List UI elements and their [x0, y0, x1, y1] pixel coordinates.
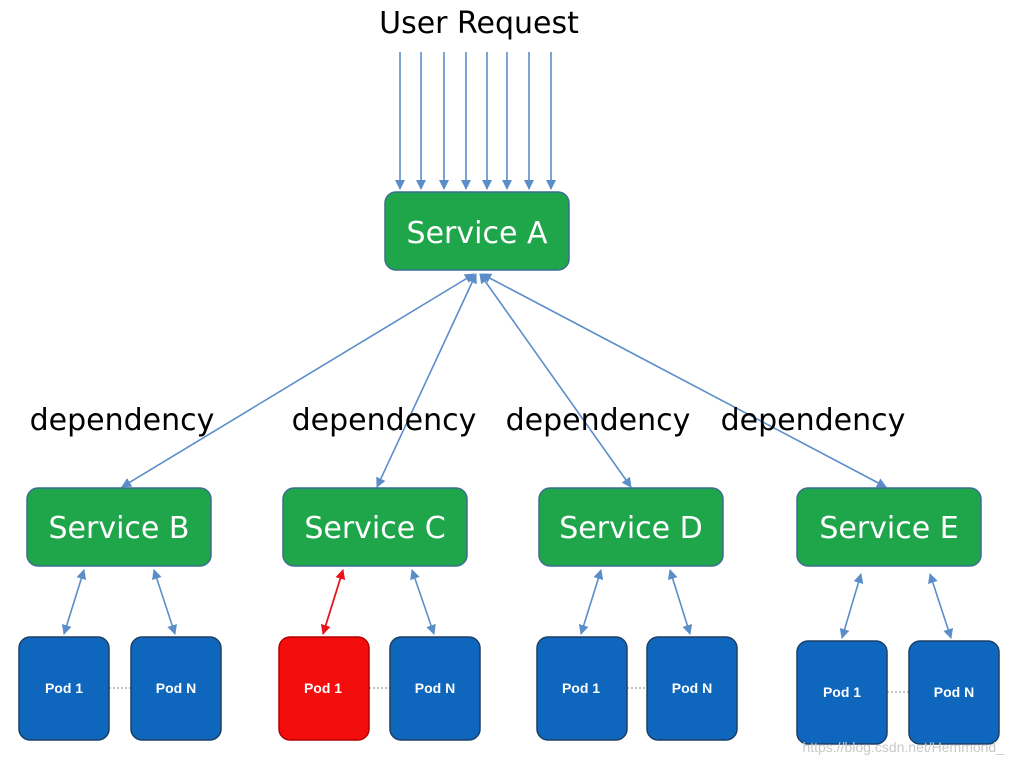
pod-c1-label: Pod 1: [304, 680, 342, 696]
service-c-box: [282, 487, 468, 567]
pod-b1-box: [18, 636, 110, 741]
pod-link-en: [928, 573, 953, 639]
dependency-label: dependency: [30, 403, 215, 438]
dependency-label: dependency: [721, 403, 906, 438]
pod-e1-label: Pod 1: [823, 684, 861, 700]
pod-e1[interactable]: Pod 1: [796, 640, 888, 745]
pod-link-c1-failed: [320, 569, 346, 635]
service-b-label: Service B: [49, 511, 190, 546]
service-pod-arrows: [61, 569, 953, 639]
service-c[interactable]: Service C: [282, 487, 468, 567]
pod-bn[interactable]: Pod N: [130, 636, 222, 741]
pod-bn-box: [130, 636, 222, 741]
service-a-label: Service A: [407, 216, 548, 251]
dependency-arrow-d: [479, 273, 632, 488]
pod-en-box: [908, 640, 1000, 745]
pod-d1-label: Pod 1: [562, 680, 600, 696]
service-e[interactable]: Service E: [796, 487, 982, 567]
watermark-text: https://blog.csdn.net/Hemmond_: [802, 739, 1004, 755]
pod-dn-box: [646, 636, 738, 741]
pod-dn[interactable]: Pod N: [646, 636, 738, 741]
service-b-box: [26, 487, 212, 567]
service-a-box: [384, 191, 570, 271]
pod-link-b1: [61, 569, 87, 635]
diagram-title: User Request: [379, 6, 579, 41]
dependency-label: dependency: [292, 403, 477, 438]
service-e-box: [796, 487, 982, 567]
service-d-box: [538, 487, 724, 567]
service-d[interactable]: Service D: [538, 487, 724, 567]
service-b[interactable]: Service B: [26, 487, 212, 567]
pod-c1-box: [278, 636, 370, 741]
pod-bn-label: Pod N: [156, 680, 196, 696]
pod-link-bn: [152, 569, 177, 635]
pod-e1-box: [796, 640, 888, 745]
pod-en-label: Pod N: [934, 684, 974, 700]
pod-link-d1: [578, 569, 604, 635]
pod-d1[interactable]: Pod 1: [536, 636, 628, 741]
pod-c1-failed[interactable]: Pod 1: [278, 636, 370, 741]
pod-b1[interactable]: Pod 1: [18, 636, 110, 741]
pod-cn-label: Pod N: [415, 680, 455, 696]
pod-en[interactable]: Pod N: [908, 640, 1000, 745]
pod-separators: [109, 687, 909, 693]
service-d-label: Service D: [559, 511, 703, 546]
service-e-label: Service E: [819, 511, 958, 546]
pod-dn-label: Pod N: [672, 680, 712, 696]
service-c-label: Service C: [304, 511, 445, 546]
dependency-arrow-e: [481, 273, 887, 488]
service-a[interactable]: Service A: [384, 191, 570, 271]
pod-b1-label: Pod 1: [45, 680, 83, 696]
dependency-arrows: [121, 273, 887, 488]
pod-d1-box: [536, 636, 628, 741]
pod-link-e1: [839, 573, 864, 639]
dependency-label: dependency: [506, 403, 691, 438]
user-request-arrows: [395, 52, 556, 190]
dependency-arrow-b: [121, 273, 475, 488]
pod-cn-box: [389, 636, 481, 741]
pod-link-cn: [410, 569, 436, 635]
pod-cn[interactable]: Pod N: [389, 636, 481, 741]
pod-link-dn: [667, 569, 693, 635]
dependency-arrow-c: [376, 273, 477, 488]
